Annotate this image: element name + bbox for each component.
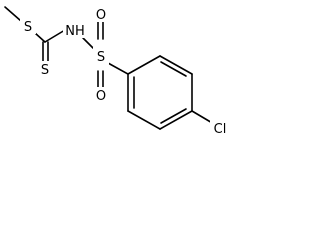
ring-bond-2 xyxy=(159,55,193,75)
ring-inner-bond-1 xyxy=(160,61,187,77)
atom-labels: S S NH S O O Cl xyxy=(20,6,230,137)
bond-s-c xyxy=(34,32,46,43)
ring-bond-4 xyxy=(159,110,193,130)
atom-label: NH xyxy=(65,24,85,39)
atom-label: S xyxy=(24,20,32,35)
ring-bond-5 xyxy=(127,110,161,130)
ring-bond-1 xyxy=(127,55,161,75)
atom-label: S xyxy=(97,50,105,65)
atom-nh: NH xyxy=(63,22,87,39)
atom-label: S xyxy=(41,63,49,78)
atom-label: O xyxy=(96,89,106,104)
atom-label: O xyxy=(96,8,106,23)
atom-s-thione: S xyxy=(37,61,53,78)
bond-nh-so2 xyxy=(82,37,94,49)
bond-methyl-s xyxy=(4,6,22,22)
atom-cl: Cl xyxy=(210,120,230,137)
bond-so2-ring xyxy=(107,62,129,75)
ring-inner-bond-2 xyxy=(160,108,187,124)
structure-diagram: S S NH S O O Cl xyxy=(4,6,230,137)
atom-o-top: O xyxy=(93,6,109,23)
bond-c-nh xyxy=(44,29,66,43)
bonds xyxy=(4,6,215,130)
atom-s-sulfonyl: S xyxy=(93,47,109,65)
molecule-drawing: S S NH S O O Cl xyxy=(4,6,230,137)
atom-o-bottom: O xyxy=(93,87,109,104)
atom-s-thioether: S xyxy=(20,18,36,35)
atom-label: Cl xyxy=(214,122,227,137)
